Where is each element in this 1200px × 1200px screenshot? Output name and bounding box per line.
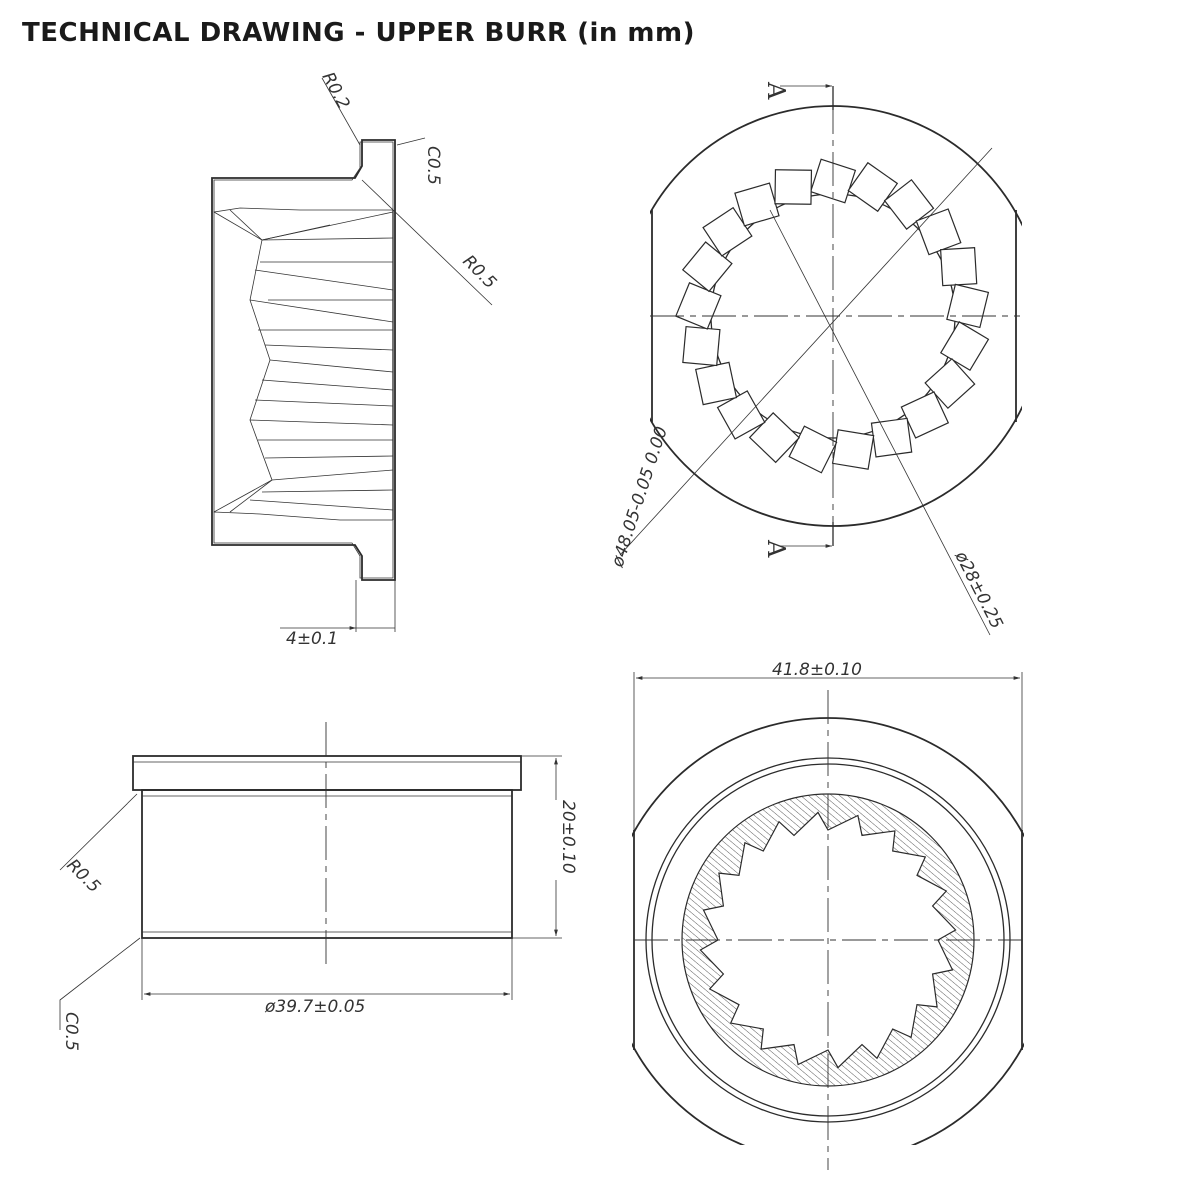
burr-tooth	[946, 283, 990, 329]
burr-tooth	[748, 412, 801, 464]
body-diameter-label: ø39.7±0.05	[264, 997, 365, 1017]
flange-thickness-label: 4±0.1	[286, 629, 338, 649]
top-view: A A ø48.05-0.05 0.00 ø28±0.25	[607, 81, 1022, 636]
burr-tooth	[682, 325, 721, 367]
burr-tooth	[702, 206, 753, 257]
burr-tooth	[681, 241, 733, 293]
page-title: TECHNICAL DRAWING - UPPER BURR (in mm)	[22, 18, 695, 48]
burr-tooth	[695, 361, 738, 406]
burr-tooth	[939, 321, 990, 372]
r05-side-label: R0.5	[458, 251, 500, 293]
section-view: R0.2 C0.5 R0.5 4±0.1	[211, 69, 500, 649]
burr-tooth	[900, 391, 950, 439]
section-mark-top: A	[762, 81, 790, 100]
burr-tooth	[883, 178, 935, 230]
c05-front-label: C0.5	[61, 1012, 81, 1051]
burr-teeth-top	[675, 158, 990, 474]
burr-tooth	[847, 161, 899, 213]
height-label: 20±0.10	[558, 800, 578, 874]
front-view: R0.5 C0.5 20±0.10 ø39.7±0.05	[59, 722, 578, 1051]
burr-tooth	[734, 182, 780, 227]
burr-tooth	[939, 247, 978, 287]
burr-teeth-section	[229, 209, 394, 513]
burr-tooth	[675, 282, 722, 330]
c05-top-label: C0.5	[423, 146, 443, 185]
outer-diameter-label: ø48.05-0.05 0.00	[607, 424, 672, 570]
burr-tooth	[870, 417, 913, 458]
burr-tooth	[924, 357, 976, 410]
r02-label: R0.2	[318, 69, 354, 113]
burr-tooth	[774, 169, 813, 205]
burr-tooth	[915, 208, 962, 256]
burr-tooth	[831, 429, 875, 470]
bottom-view: 41.8±0.10	[632, 660, 1024, 1170]
flat-width-label: 41.8±0.10	[772, 660, 862, 680]
section-mark-bottom: A	[762, 539, 790, 558]
inner-diameter-label: ø28±0.25	[950, 547, 1006, 632]
burr-tooth	[788, 425, 838, 474]
